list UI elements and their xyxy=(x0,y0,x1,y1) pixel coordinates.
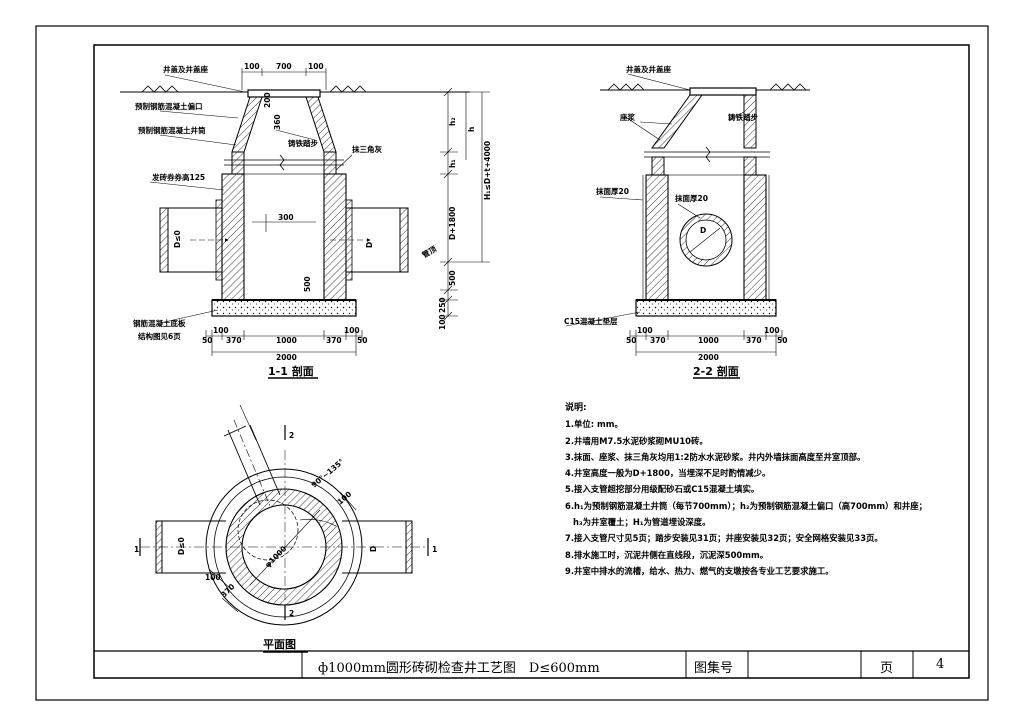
plan-dim-370: 370 xyxy=(219,582,236,599)
page-label: 页 xyxy=(880,661,894,676)
plan-cut-1-left: 1 xyxy=(134,545,139,554)
s2-label-plaster-out: 抹面厚20 xyxy=(596,186,629,196)
s2-bottom-dim-1: 50 xyxy=(626,336,636,345)
s2-bottom-dim-7: 50 xyxy=(777,336,787,345)
note-7: 7.接入支管尺寸见5页；踏步安装见31页；井座安装见32页；安全网格安装见33页… xyxy=(565,533,883,544)
label-h1: h₁ xyxy=(448,159,457,168)
label-precast-shaft: 预制钢筋混凝土井筒 xyxy=(138,125,206,135)
atlas-number-label: 图集号 xyxy=(694,661,734,676)
outer-frame xyxy=(35,25,989,701)
section-2-caption: 2-2 剖面 xyxy=(693,364,739,378)
bottom-dim-1: 50 xyxy=(202,336,212,345)
bottom-dim-7: 50 xyxy=(357,336,367,345)
note-9: 9.井室中排水的流槽，给水、热力、燃气的支墩按各专业工艺要求施工。 xyxy=(565,565,834,576)
plan-cut-2-bottom: 2 xyxy=(289,609,294,618)
title-block xyxy=(94,650,969,678)
dim-300: 300 xyxy=(278,213,294,222)
label-d1800: D+1800 xyxy=(448,207,457,240)
plan-pipe-d1: D≤0 xyxy=(177,537,186,555)
label-precast-neck: 预制钢筋混凝土偏口 xyxy=(135,101,203,111)
s2-bottom-dim-2: 100 xyxy=(637,326,653,335)
label-base-ref: 结构图见6页 xyxy=(138,331,181,341)
dim-200: 200 xyxy=(263,92,272,108)
bottom-dim-4: 1000 xyxy=(276,336,297,345)
note-5: 5.接入支管超挖部分用级配砂石或C15混凝土填实。 xyxy=(565,484,760,495)
s2-total-dim: 2000 xyxy=(698,353,719,362)
plan-caption: 平面图 xyxy=(263,638,296,651)
label-cover: 井盖及井盖座 xyxy=(163,64,208,74)
label-ladder: 铸铁踏步 xyxy=(288,138,318,148)
s2-bottom-dim-5: 370 xyxy=(746,336,762,345)
plan-angle: 90°~135° xyxy=(310,457,347,490)
plan-dim-100a: 100 xyxy=(205,573,221,582)
dim-360: 360 xyxy=(273,114,282,130)
s2-label-cover: 井盖及井盖座 xyxy=(626,64,671,74)
label-pipe-d1: D≤0 xyxy=(173,230,182,248)
drawing-title: ф1000mm圆形砖砌检查井工艺图 D≤600mm xyxy=(318,661,600,676)
note-6-cont: h₃为井室覆土；H₁为管道埋设深度。 xyxy=(573,517,711,528)
dim-500-inner: 500 xyxy=(303,276,312,292)
label-base-slab: 钢筋混凝土底板 xyxy=(133,318,186,328)
note-8: 8.排水施工时，沉泥井侧在直线段，沉泥深500mm。 xyxy=(565,549,769,560)
s2-label-pipe-d: D xyxy=(700,226,706,235)
note-2: 2.井墙用M7.5水泥砂浆砌MU10砖。 xyxy=(565,435,708,446)
notes-block: 说明: 1.单位: mm。 2.井墙用M7.5水泥砂浆砌MU10砖。 3.抹面、… xyxy=(565,400,985,579)
note-4: 4.井室高度一般为D+1800，当埋深不足时酌情减少。 xyxy=(565,468,771,479)
top-dim-3: 100 xyxy=(308,62,324,71)
dim-500-v: 500 xyxy=(448,270,457,286)
label-h3: h xyxy=(467,127,476,132)
label-pipe-d2: D xyxy=(365,242,374,248)
plan-view xyxy=(139,404,429,653)
top-dim-1: 100 xyxy=(244,62,260,71)
s2-label-cushion: C15混凝土垫层 xyxy=(564,316,618,326)
top-dim-2: 700 xyxy=(276,62,292,71)
inner-frame xyxy=(93,44,970,679)
s2-label-mortar: 座浆 xyxy=(619,112,635,122)
note-1: 1.单位: mm。 xyxy=(565,419,623,430)
bottom-dim-5: 370 xyxy=(326,336,342,345)
s2-label-plaster-in: 抹面厚20 xyxy=(675,193,708,203)
label-H1: H₁≤D+t+4000 xyxy=(483,141,492,200)
section-2-labels: 井盖及井盖座 座浆 铸铁踏步 抹面厚20 抹面厚20 C15混凝土垫层 D 50… xyxy=(564,64,787,362)
section-1-1 xyxy=(120,68,490,379)
section-1-caption: 1-1 剖面 xyxy=(268,364,314,378)
s2-bottom-dim-6: 100 xyxy=(764,326,780,335)
total-dim: 2000 xyxy=(276,353,297,362)
note-3: 3.抹面、座浆、抹三角灰均用1:2防水水泥砂浆。井内外墙抹面高度至井室顶部。 xyxy=(565,451,866,462)
note-6: 6.h₁为预制钢筋混凝土井筒（每节700mm）；h₂为预制钢筋混凝土偏口（高70… xyxy=(565,500,927,511)
label-h2: h₂ xyxy=(448,117,457,126)
dim-250-v: 250 xyxy=(438,297,447,313)
label-pipe-top: 管顶 xyxy=(420,243,438,259)
s2-bottom-dim-3: 370 xyxy=(650,336,666,345)
section-2-2 xyxy=(565,73,810,379)
s2-label-ladder: 铸铁踏步 xyxy=(728,112,758,122)
plan-cut-1-right: 1 xyxy=(432,545,437,554)
s2-bottom-dim-4: 1000 xyxy=(698,336,719,345)
label-fillet: 抹三角灰 xyxy=(352,144,382,154)
label-brick-ring: 发砖券券高125 xyxy=(151,172,205,182)
bottom-dim-6: 100 xyxy=(344,326,360,335)
bottom-dim-3: 370 xyxy=(226,336,242,345)
page-number: 4 xyxy=(936,657,945,672)
dim-100-v: 100 xyxy=(438,314,447,330)
plan-cut-2-top: 2 xyxy=(289,431,294,440)
notes-title: 说明: xyxy=(565,403,587,413)
bottom-dim-2: 100 xyxy=(213,326,229,335)
plan-pipe-d2: D xyxy=(369,546,378,552)
